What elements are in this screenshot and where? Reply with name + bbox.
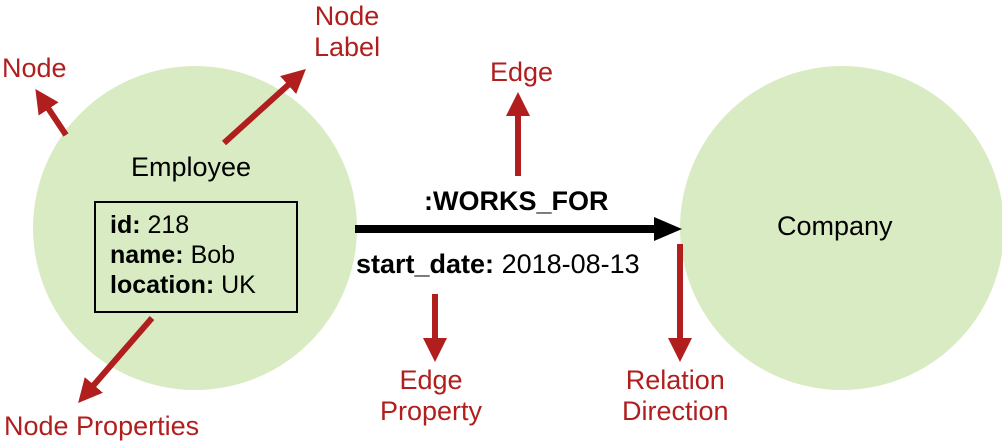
annotation-edge-property: Edge Property: [380, 365, 482, 427]
property-row-name: name: Bob: [110, 240, 296, 270]
annotation-line: Relation: [625, 365, 725, 395]
annotation-line: Property: [380, 396, 483, 427]
annotation-node: Node: [2, 53, 67, 83]
property-key: location:: [110, 271, 215, 299]
relationship-type-label: :WORKS_FOR: [424, 186, 609, 216]
annotation-node-label: Node Label: [314, 1, 380, 63]
property-value: Bob: [190, 241, 236, 269]
annotation-line: Label: [314, 32, 381, 63]
employee-node-label: Employee: [131, 152, 252, 182]
property-value: 218: [147, 211, 190, 239]
node-properties-annotation-arrow: [78, 316, 155, 404]
property-key: id:: [110, 211, 141, 239]
edge-property-value: 2018-08-13: [501, 249, 640, 279]
annotation-line: Node: [314, 1, 380, 31]
node-label-annotation-arrow: [221, 68, 306, 146]
node-annotation-arrow: [35, 89, 69, 137]
property-key: name:: [110, 241, 184, 269]
node-properties-box: id: 218 name: Bob location: UK: [94, 201, 298, 313]
company-node-label: Company: [777, 211, 893, 241]
company-node: [680, 66, 1002, 390]
annotation-line: Direction: [622, 396, 729, 427]
employee-node: [33, 66, 357, 390]
property-row-location: location: UK: [110, 270, 296, 300]
edge-property-label: start_date: 2018-08-13: [356, 249, 640, 280]
annotation-relation-direction: Relation Direction: [622, 365, 729, 427]
annotation-edge: Edge: [490, 57, 554, 87]
property-value: UK: [221, 271, 256, 299]
property-row-id: id: 218: [110, 210, 296, 240]
annotation-node-properties: Node Properties: [4, 411, 200, 441]
edge-property-key: start_date:: [356, 249, 495, 279]
annotation-line: Edge: [399, 365, 463, 395]
